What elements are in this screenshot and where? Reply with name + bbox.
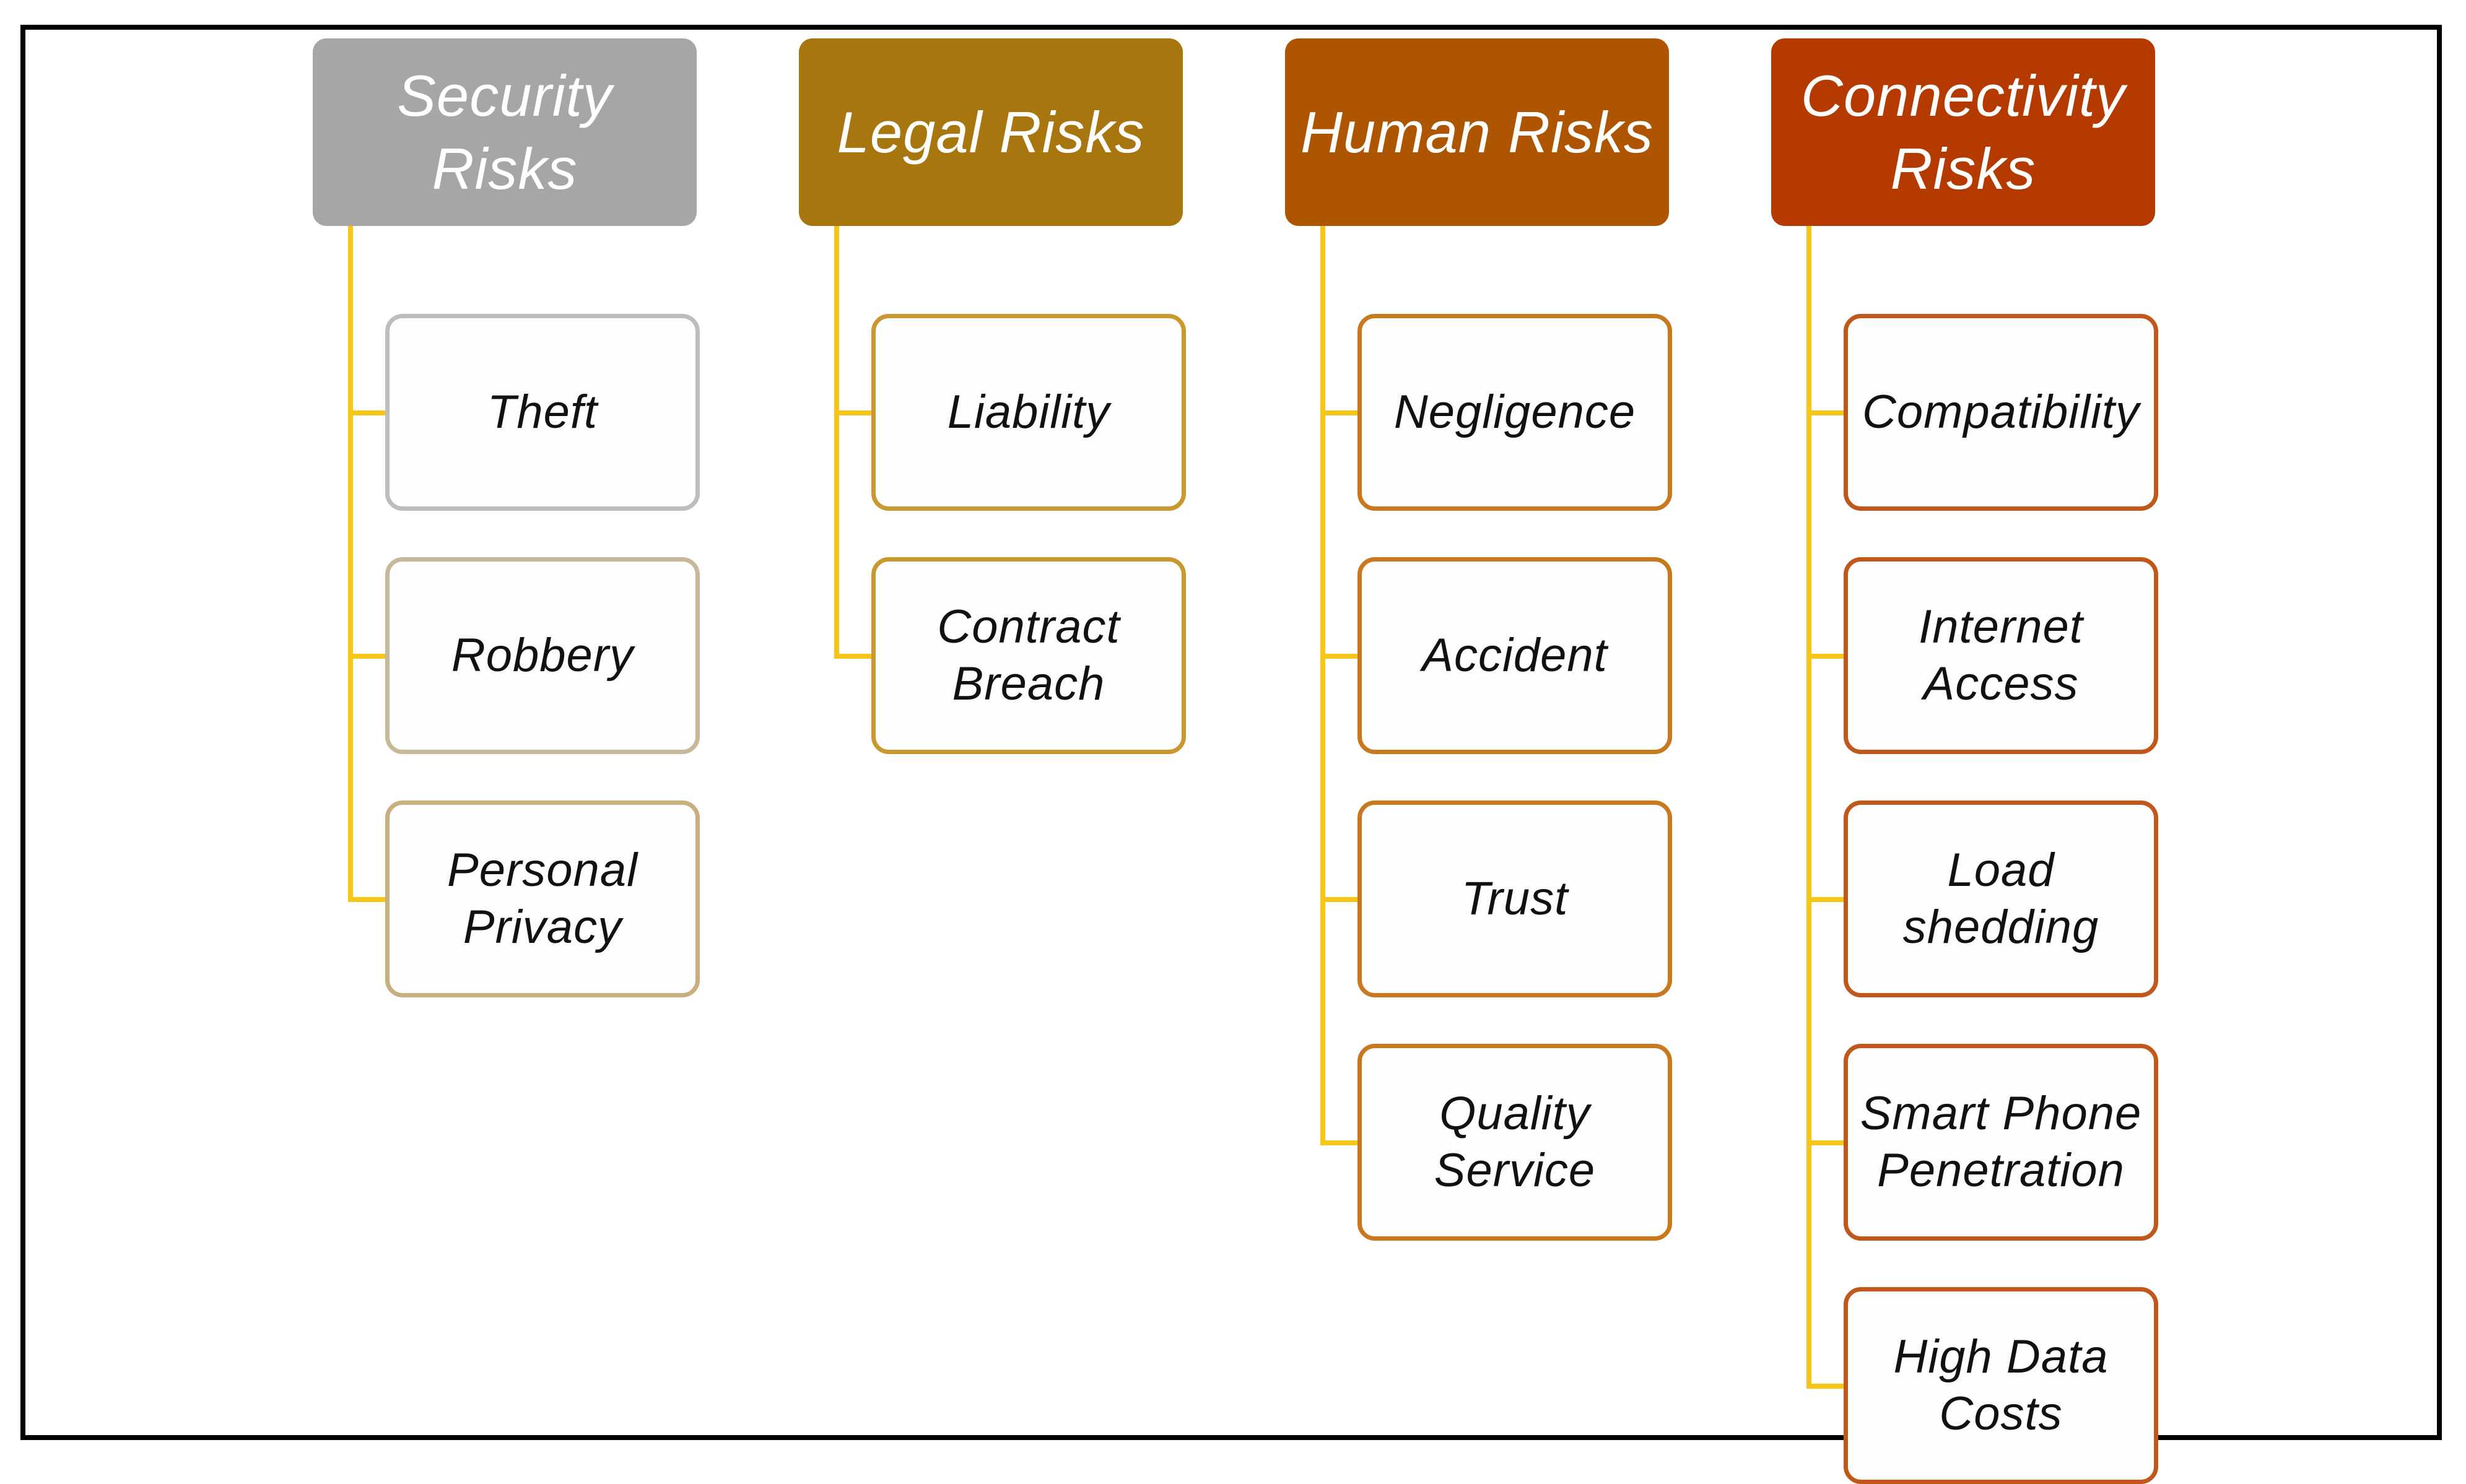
connector-trunk bbox=[1320, 226, 1325, 1145]
connector-branch bbox=[1806, 1384, 1846, 1389]
risk-item-contract-breach: Contract Breach bbox=[871, 557, 1186, 754]
connector-branch bbox=[1806, 897, 1846, 902]
risk-item-trust: Trust bbox=[1357, 801, 1672, 997]
risk-item-compatibility: Compatibility bbox=[1844, 314, 2158, 511]
connector-trunk bbox=[834, 226, 839, 659]
risk-item-quality-service: Quality Service bbox=[1357, 1044, 1672, 1241]
connector-branch bbox=[348, 410, 388, 415]
connector-branch bbox=[1806, 410, 1846, 415]
header-human-risks: Human Risks bbox=[1285, 38, 1669, 226]
column-security-risks: Security Risks Theft Robbery Personal Pr… bbox=[313, 38, 703, 1444]
connector-branch bbox=[348, 897, 388, 902]
connector-branch bbox=[1320, 654, 1360, 659]
connector-branch bbox=[1320, 897, 1360, 902]
connector-branch bbox=[1320, 1140, 1360, 1145]
connector-branch bbox=[1806, 1140, 1846, 1145]
header-connectivity-risks: Connectivity Risks bbox=[1771, 38, 2155, 226]
header-security-risks: Security Risks bbox=[313, 38, 697, 226]
risk-item-accident: Accident bbox=[1357, 557, 1672, 754]
connector-branch bbox=[348, 654, 388, 659]
column-connectivity-risks: Connectivity Risks Compatibility Interne… bbox=[1771, 38, 2161, 1484]
connector-trunk bbox=[1806, 226, 1811, 1389]
risk-item-internet-access: Internet Access bbox=[1844, 557, 2158, 754]
connector-branch bbox=[834, 410, 874, 415]
connector-trunk bbox=[348, 226, 353, 902]
connector-branch bbox=[1320, 410, 1360, 415]
risk-item-liability: Liability bbox=[871, 314, 1186, 511]
risk-item-negligence: Negligence bbox=[1357, 314, 1672, 511]
risk-item-load-shedding: Load shedding bbox=[1844, 801, 2158, 997]
risk-item-theft: Theft bbox=[385, 314, 700, 511]
connector-branch bbox=[1806, 654, 1846, 659]
header-legal-risks: Legal Risks bbox=[799, 38, 1183, 226]
risk-item-robbery: Robbery bbox=[385, 557, 700, 754]
risk-item-personal-privacy: Personal Privacy bbox=[385, 801, 700, 997]
risk-item-smart-phone-penetration: Smart Phone Penetration bbox=[1844, 1044, 2158, 1241]
risk-item-high-data-costs: High Data Costs bbox=[1844, 1287, 2158, 1484]
column-legal-risks: Legal Risks Liability Contract Breach bbox=[799, 38, 1189, 1444]
column-human-risks: Human Risks Negligence Accident Trust Qu… bbox=[1285, 38, 1675, 1444]
connector-branch bbox=[834, 654, 874, 659]
